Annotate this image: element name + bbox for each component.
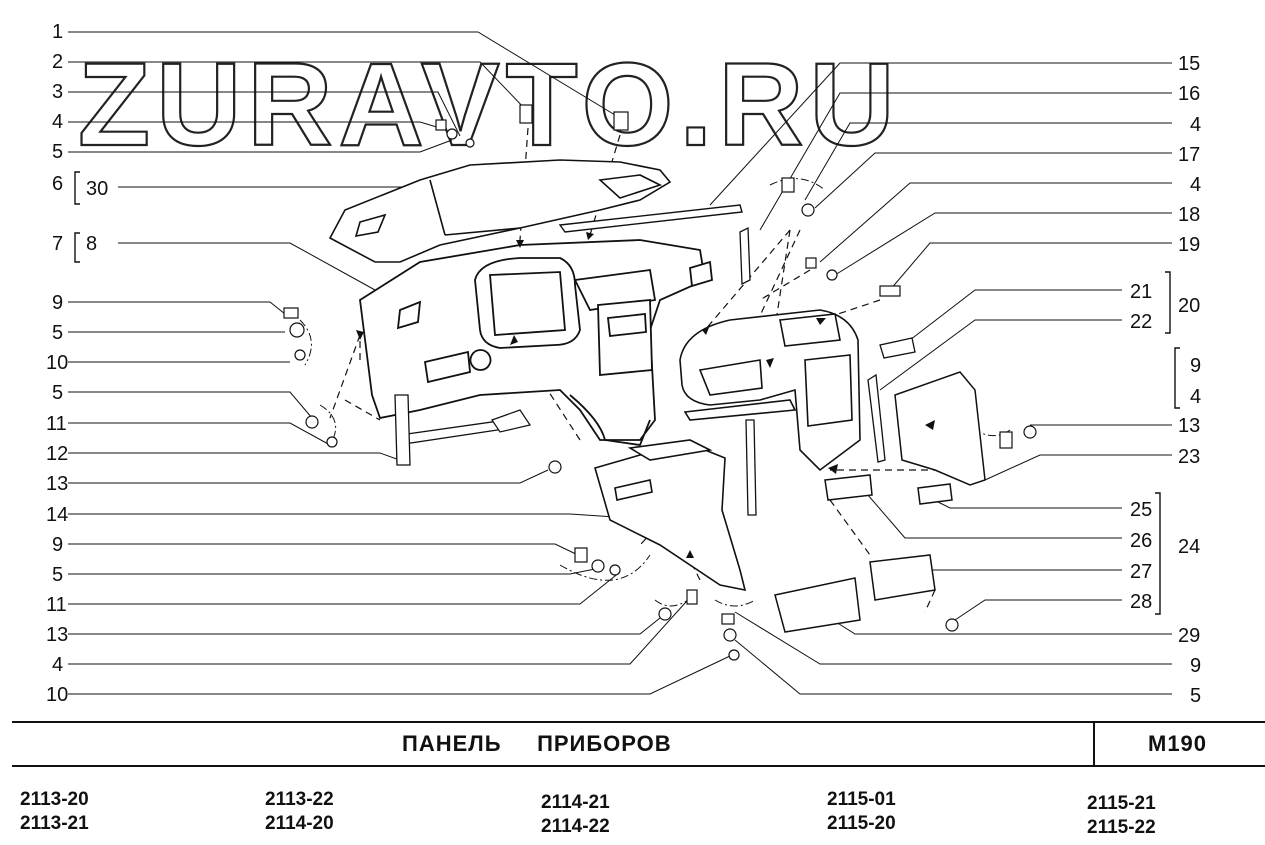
callout-27: 27 [1130,561,1152,583]
callout-13b: 13 [46,624,68,646]
callout-19: 19 [1178,234,1200,256]
callout-14: 14 [46,504,68,526]
side-panel [894,371,986,486]
callout-12: 12 [46,443,68,465]
callout-5c: 5 [52,382,63,404]
callout-5d: 5 [52,564,63,586]
callout-13r: 13 [1178,415,1200,437]
page-title: ПАНЕЛЬ ПРИБОРОВ [402,731,672,756]
callout-5b: 5 [52,322,63,344]
callout-8: 8 [86,233,97,255]
right-callouts: 15 16 4 17 4 18 19 21 20 22 9 4 13 23 25… [1130,53,1201,707]
callout-9b: 9 [52,534,63,556]
model-code: 2114-20 [265,813,334,834]
left-callouts: 1 2 3 4 5 6 30 7 8 9 5 10 5 11 12 13 14 … [46,21,108,706]
bottom-rule [12,765,1265,767]
exploded-parts-diagram: ZURAVTO.RU 1 2 3 4 5 6 30 7 8 9 5 10 5 1… [46,21,1201,707]
diagram-code: M190 [1148,731,1208,756]
callout-4r2: 4 [1190,174,1201,196]
vertical-brackets [739,226,916,516]
callout-25: 25 [1130,499,1152,521]
callout-9r2: 9 [1190,655,1201,677]
callout-5r: 5 [1190,685,1201,707]
model-col-2: 2113-22 2114-20 [265,788,334,836]
trim-strip [558,204,743,233]
model-code: 2115-21 [1087,793,1156,814]
callout-9: 9 [52,292,63,314]
callout-17: 17 [1178,144,1200,166]
model-col-4: 2115-01 2115-20 [827,788,896,836]
divider [1093,721,1095,767]
model-code: 2115-22 [1087,817,1156,838]
arrowheads [356,232,935,558]
callout-4r3: 4 [1190,386,1201,408]
right-console-frame [679,309,861,472]
center-bracket [491,409,531,433]
top-rule [12,721,1265,723]
callout-20: 20 [1178,295,1200,317]
callout-23: 23 [1178,446,1200,468]
lower-console [594,439,747,592]
fasteners [283,104,1037,661]
main-instrument-panel [359,239,713,446]
callout-4b: 4 [52,654,63,676]
callout-4: 4 [52,111,63,133]
callout-29: 29 [1178,625,1200,647]
model-col-1: 2113-20 2113-21 [20,788,89,836]
glovebox-parts [774,474,953,633]
callout-13: 13 [46,473,68,495]
callout-26: 26 [1130,530,1152,552]
callout-22: 22 [1130,311,1152,333]
callout-15: 15 [1178,53,1200,75]
callout-9r: 9 [1190,355,1201,377]
watermark-text: ZURAVTO.RU [78,39,901,171]
model-code: 2115-01 [827,789,896,810]
callout-11b: 11 [46,594,67,616]
callout-2: 2 [52,51,63,73]
model-code: 2113-21 [20,813,89,834]
model-col-5: 2115-21 2115-22 [1087,792,1156,840]
callout-11: 11 [46,413,67,435]
callout-30: 30 [86,178,108,200]
left-leader-lines [68,31,731,695]
side-bracket-left [394,394,411,466]
callout-28: 28 [1130,591,1152,613]
upper-trim-cover [328,159,672,263]
model-code: 2114-22 [541,816,610,837]
model-code: 2113-20 [20,789,89,810]
callout-3: 3 [52,81,63,103]
model-code: 2115-20 [827,813,896,834]
model-code: 2113-22 [265,789,334,810]
callout-24: 24 [1178,536,1200,558]
callout-7: 7 [52,233,63,255]
callout-18: 18 [1178,204,1200,226]
callout-4r: 4 [1190,114,1201,136]
model-col-3: 2114-21 2114-22 [541,791,610,839]
callout-6: 6 [52,173,63,195]
callout-16: 16 [1178,83,1200,105]
callout-21: 21 [1130,281,1152,303]
group-brackets [74,171,1180,615]
callout-5: 5 [52,141,63,163]
callout-1: 1 [52,21,63,43]
model-code: 2114-21 [541,792,610,813]
callout-10: 10 [46,352,68,374]
callout-10b: 10 [46,684,68,706]
